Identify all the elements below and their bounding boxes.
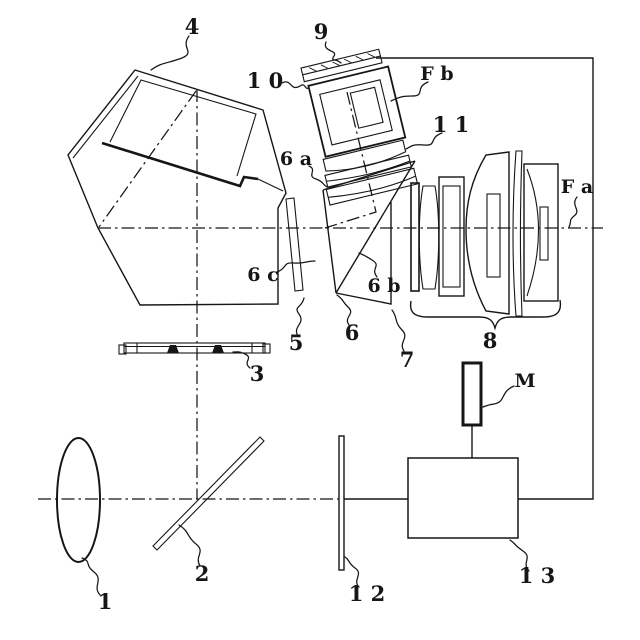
shutter-plate-12 [338, 435, 345, 571]
eyepiece-assembly [300, 48, 419, 206]
label-6b: 6 b [367, 275, 400, 297]
reference-labels: 4 9 1 0 F b 1 1 6 a F a 6 c 6 b 5 6 7 8 … [98, 14, 594, 614]
focusing-screen-left-cap [118, 344, 127, 355]
cover-plate-hatching [308, 53, 375, 72]
relay-lens-group-8 [409, 150, 562, 331]
label-m: M [514, 370, 535, 392]
label-13: 1 3 [519, 563, 556, 588]
relay-lens-planoconvex-aperture [486, 193, 501, 278]
objective-lens [56, 437, 101, 563]
leader-m [482, 385, 515, 408]
relay-lens-mount-outer [438, 176, 465, 297]
label-6: 6 [345, 320, 360, 345]
label-9: 9 [314, 19, 329, 44]
leader-7 [391, 309, 406, 352]
eyepiece-cover-plate-9 [300, 48, 383, 83]
leader-3 [232, 351, 251, 369]
label-7: 7 [400, 347, 415, 372]
label-5: 5 [289, 330, 304, 355]
pentaprism-outline [67, 69, 287, 306]
pentaprism-roof-inner-frame [109, 79, 257, 177]
leader-9 [324, 41, 342, 64]
stack-lens-3-curve [328, 175, 416, 198]
relay-rear-block-surface [526, 168, 540, 297]
label-12: 1 2 [349, 581, 386, 606]
pentaprism-roof-front-edge-right [257, 178, 284, 192]
motor-block-m [461, 361, 483, 427]
relay-lens-biconvex [418, 185, 440, 290]
enclosure [344, 57, 594, 500]
label-8: 8 [483, 328, 498, 353]
control-box-13 [407, 457, 519, 539]
eyepiece-tilted-axis [324, 91, 377, 229]
leader-6b [358, 252, 378, 278]
label-10: 1 0 [247, 68, 284, 93]
pentaprism-roof-front-edge [101, 141, 259, 188]
leader-6c [276, 260, 316, 273]
leader-11 [405, 132, 443, 150]
stack-lens-2-curve [326, 160, 411, 182]
focusing-screen-mark-left [167, 345, 179, 353]
stack-lens-1 [322, 139, 407, 172]
label-2: 2 [195, 561, 210, 586]
leader-4 [150, 35, 190, 71]
main-mirror [152, 436, 265, 551]
relay-lens-planoconvex [465, 151, 510, 315]
relay-rear-block-aperture [539, 206, 549, 261]
eyepiece-lens-stack-11 [322, 139, 419, 206]
focusing-screen-right-cap [262, 343, 271, 354]
beamsplitter-prism [322, 160, 416, 305]
prism-top-face-6a [322, 160, 416, 191]
relay-flat-plate [410, 182, 420, 292]
optical-axes [38, 89, 603, 500]
label-1: 1 [98, 589, 113, 614]
label-fb: F b [420, 63, 453, 85]
label-6a: 6 a [280, 148, 312, 170]
prism-bottom-face [335, 202, 392, 305]
label-6c: 6 c [247, 264, 278, 286]
pentaprism [67, 69, 287, 306]
leader-fa [568, 196, 578, 228]
leader-12 [344, 556, 360, 588]
leader-lines [81, 35, 578, 596]
leader-5 [295, 297, 305, 337]
leader-1 [81, 557, 101, 596]
prism-hypotenuse-6b [335, 160, 416, 294]
focusing-screen-plate [123, 342, 266, 354]
leader-fb [390, 81, 429, 102]
eyepiece-window [319, 79, 393, 146]
prism-left-face-6c [322, 189, 337, 294]
label-fa: F a [561, 176, 593, 198]
pentaprism-edge-inset [72, 75, 139, 159]
relay-lens-mount-inner [442, 185, 461, 288]
label-4: 4 [185, 14, 200, 39]
stack-lens-3 [325, 167, 419, 206]
pentaprism-reflection-axis [98, 90, 197, 228]
enclosure-outline [376, 57, 594, 500]
leader-10 [281, 81, 310, 89]
field-plate-5 [285, 197, 304, 292]
relay-rear-block [523, 163, 559, 302]
leader-13 [509, 539, 530, 572]
cover-plate-midline [302, 55, 381, 76]
relay-field-lens [512, 150, 523, 317]
label-11: 1 1 [433, 112, 470, 137]
finder-field-fb [349, 86, 384, 129]
leader-2 [178, 524, 201, 567]
lens-group-brace [409, 299, 562, 331]
focusing-screen-mark-right [212, 345, 224, 353]
drive-unit [338, 361, 519, 571]
leader-6 [336, 294, 352, 326]
leader-6a [308, 165, 328, 188]
label-3: 3 [250, 361, 265, 386]
focusing-screen [118, 342, 271, 355]
eyepiece-frame-10 [307, 65, 407, 158]
